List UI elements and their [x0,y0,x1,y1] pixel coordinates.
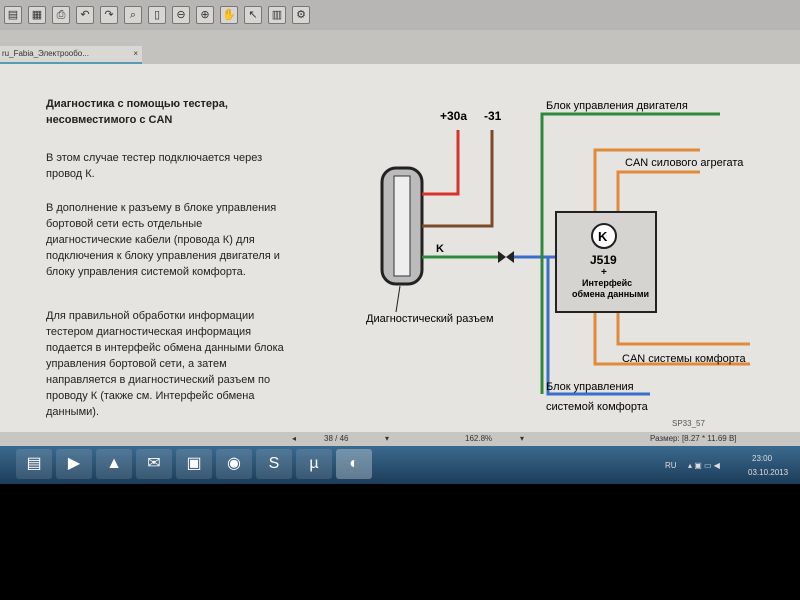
close-tab-icon[interactable]: × [133,49,138,58]
document-tab[interactable]: ru_Fabia_Электрообо... × [0,46,142,64]
document-page: Диагностика с помощью тестера,несовмести… [0,64,800,432]
svg-text:Блок управления: Блок управления [546,381,634,393]
brown-wire [422,130,494,228]
svg-text:+: + [601,267,607,278]
connector-symbol [498,251,506,263]
heading: Диагностика с помощью тестера,несовмести… [46,98,228,126]
can-orange-4 [616,312,750,346]
wiring-diagram: K J519 + Интерфейс обмена данными +30a -… [366,100,750,428]
media-player-icon[interactable]: ▶ [56,449,92,479]
svg-text:Диагностический разъем: Диагностический разъем [366,313,494,325]
page-dropdown-icon[interactable]: ▾ [385,434,390,443]
zoom-dropdown-icon[interactable]: ▾ [520,434,525,443]
svg-text:системой комфорта: системой комфорта [546,401,649,413]
k-badge-icon [591,223,617,249]
red-wire [422,130,460,196]
app-icon[interactable]: ▲ [96,449,132,479]
tab-title: ru_Fabia_Электрообо... [2,49,89,58]
zoom-out-icon[interactable]: ⊖ [172,6,190,24]
mail-icon[interactable]: ✉ [136,449,172,479]
zoom-icon[interactable]: ⌕ [124,6,142,24]
language-indicator[interactable]: RU [665,461,677,470]
paragraph-2: В дополнение к разъему в блоке управлени… [46,202,280,278]
hand-icon[interactable]: ✋ [220,6,238,24]
firefox-icon[interactable]: ◉ [216,449,252,479]
tray-icons[interactable]: ▴ ▣ ▭ ◀ [688,461,720,470]
explorer-icon[interactable]: ▤ [16,449,52,479]
svg-text:CAN системы комфорта: CAN системы комфорта [622,353,747,365]
zoom-in-icon[interactable]: ⊕ [196,6,214,24]
zoom-level[interactable]: 162.8% [465,434,493,443]
svg-text:K: K [598,229,608,244]
can-orange-3 [593,312,750,366]
svg-text:Интерфейс: Интерфейс [582,278,632,288]
prev-page-button[interactable]: ◂ [292,434,297,443]
settings-icon[interactable]: ⚙ [292,6,310,24]
utorrent-icon[interactable]: µ [296,449,332,479]
svg-text:CAN силового агрегата: CAN силового агрегата [625,157,744,169]
print-icon[interactable]: ⎙ [52,6,70,24]
svg-text:SP33_57: SP33_57 [672,419,705,428]
can-orange-2 [616,170,700,212]
svg-text:J519: J519 [590,253,617,267]
page-indicator[interactable]: 38 / 46 [324,434,349,443]
folder-icon[interactable]: ▤ [4,6,22,24]
skype-icon[interactable]: S [256,449,292,479]
svg-text:Блок управления двигателя: Блок управления двигателя [546,100,688,112]
save-icon[interactable]: ▦ [28,6,46,24]
redo-icon[interactable]: ↷ [100,6,118,24]
clock-date[interactable]: 03.10.2013 [748,468,789,477]
select-icon[interactable]: ↖ [244,6,262,24]
blue-wire [546,257,650,396]
video-icon[interactable]: ▣ [176,449,212,479]
clock-time[interactable]: 23:00 [752,454,773,463]
undo-icon[interactable]: ↶ [76,6,94,24]
svg-text:+30a: +30a [440,109,467,123]
page-size: Размер: [8.27 * 11.69 В] [650,434,737,443]
fit-page-icon[interactable]: ▯ [148,6,166,24]
svg-text:K: K [436,243,444,255]
can-orange-1 [593,148,700,212]
svg-text:-31: -31 [484,109,502,123]
svg-text:обмена данными: обмена данными [572,289,649,299]
tab-bar: ru_Fabia_Электрообо... × [0,30,800,64]
status-bar: ◂ 38 / 46 ▾ 162.8% ▾ Размер: [8.27 * 11.… [0,432,800,446]
book-icon[interactable]: ▥ [268,6,286,24]
pdf-reader-icon[interactable]: ◐ [336,449,372,479]
toolbar: ▤ ▦ ⎙ ↶ ↷ ⌕ ▯ ⊖ ⊕ ✋ ↖ ▥ ⚙ [0,0,800,30]
taskbar: ▤ ▶ ▲ ✉ ▣ ◉ S µ ◐ RU ▴ ▣ ▭ ◀ 23:00 03.10… [0,446,800,484]
green-wire [540,112,720,394]
